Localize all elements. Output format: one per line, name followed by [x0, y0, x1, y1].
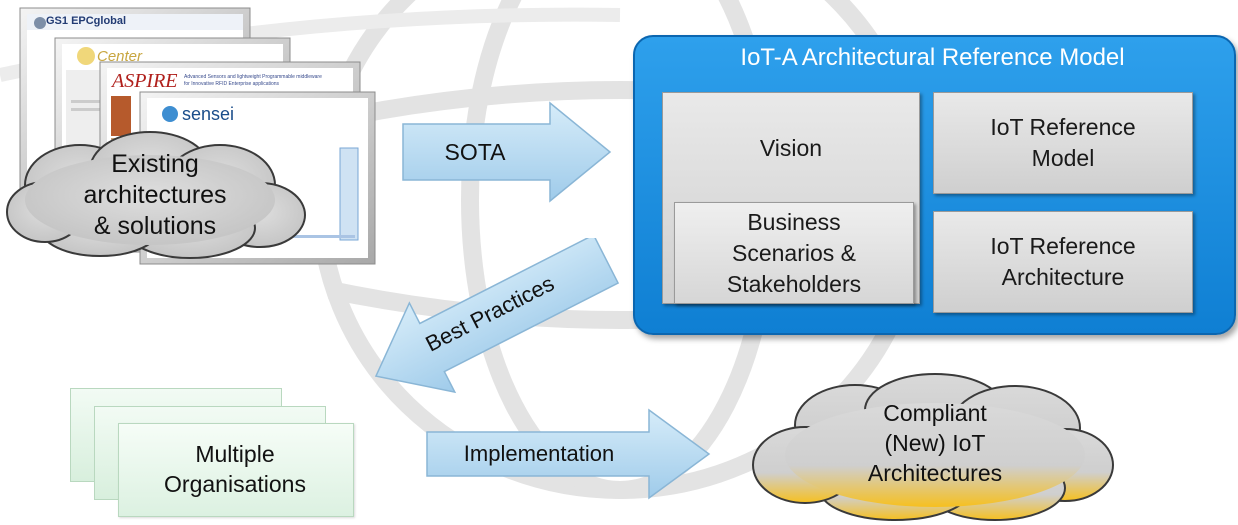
sota-arrow	[402, 101, 612, 203]
existing-label: Existing architectures & solutions	[83, 149, 227, 240]
best-practices-arrow	[374, 238, 620, 394]
center-logo: Center	[97, 48, 143, 65]
sensei-logo-icon	[162, 106, 178, 122]
aspire-caption: Advanced Sensors and lightweight Program…	[184, 74, 322, 87]
center-logo-icon	[77, 47, 95, 65]
compliant-label: Compliant (New) IoT Architectures	[867, 400, 1003, 486]
organisation-card-front	[118, 423, 354, 517]
business-scenarios-box: Business Scenarios & Stakeholders	[674, 202, 914, 304]
compliant-cloud	[752, 373, 1114, 521]
implementation-arrow	[426, 408, 711, 500]
epcglobal-logo: GS1 EPCglobal	[46, 15, 127, 27]
gs1-logo-icon	[34, 17, 46, 29]
reference-model-title: IoT-A Architectural Reference Model	[740, 44, 1125, 71]
iot-reference-model-box: IoT Reference Model	[933, 92, 1193, 194]
implementation-label: Implementation	[463, 441, 615, 466]
aspire-logo: ASPIRE	[112, 70, 178, 92]
iot-reference-architecture-box: IoT Reference Architecture	[933, 211, 1193, 313]
organisations-label: Multiple Organisations	[164, 441, 306, 497]
existing-cloud	[6, 131, 306, 259]
sota-label: SOTA	[444, 138, 506, 165]
sensei-logo: sensei	[182, 104, 235, 124]
